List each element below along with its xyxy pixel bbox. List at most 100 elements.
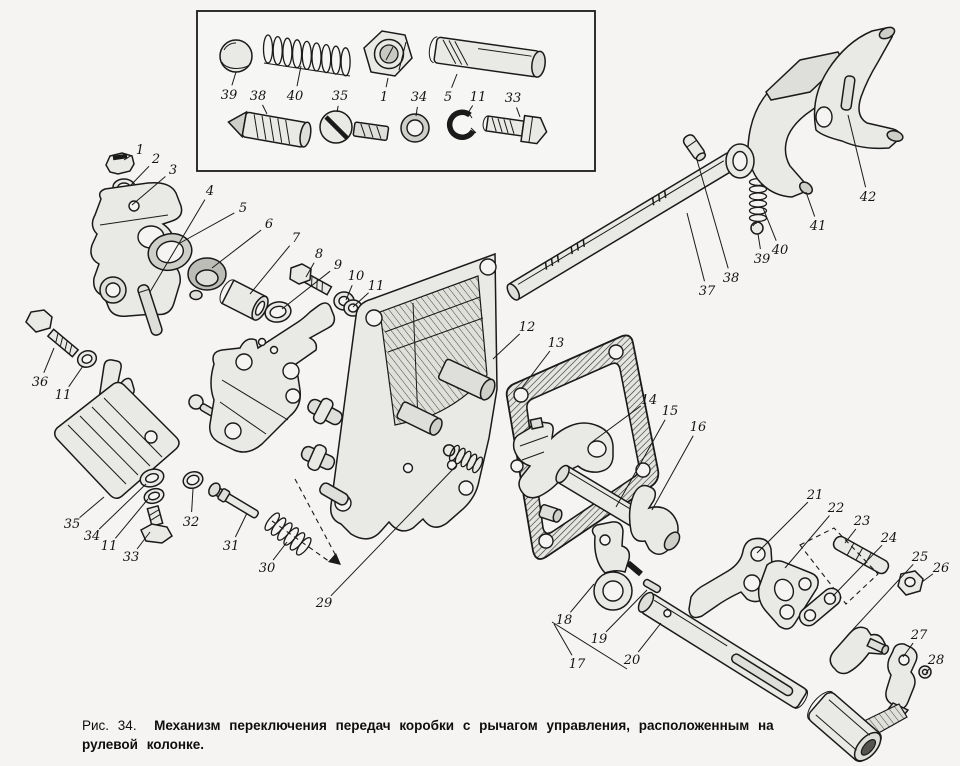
ring-32-icon <box>182 470 204 490</box>
leader-line-10-18 <box>345 285 353 301</box>
leader-line-42-47 <box>847 114 867 188</box>
leader-line-32-26 <box>191 488 194 513</box>
part-label-39-0: 39 <box>221 88 238 103</box>
spring-29-icon <box>442 443 486 475</box>
part-label-35-22: 35 <box>64 517 81 532</box>
leader-line-8-16 <box>305 262 315 278</box>
lever-16-icon <box>628 484 681 555</box>
part-label-34-5: 34 <box>411 90 428 105</box>
lever-18-icon <box>591 521 643 611</box>
leader-line-11-7 <box>465 105 474 117</box>
part-label-16-34: 16 <box>690 420 707 435</box>
leader-line-40-49 <box>762 207 777 241</box>
caption-text-2: рулевой колонке. <box>82 737 205 752</box>
part-label-39-50: 39 <box>754 252 771 267</box>
part-label-4-12: 4 <box>205 184 214 199</box>
leader-line-19-36 <box>605 589 648 633</box>
caption-line-1: Рис. 34. Механизм переключения передач к… <box>82 716 796 735</box>
leader-line-11-24 <box>115 498 149 539</box>
plug-small-icon <box>538 504 563 523</box>
leader-line-14-32 <box>591 405 642 443</box>
plate-35-icon <box>54 381 180 499</box>
leader-line-1-4 <box>385 77 389 88</box>
part-label-9-17: 9 <box>334 258 342 273</box>
leader-line-2-10 <box>129 165 150 187</box>
pin-4-icon <box>137 284 163 336</box>
part-label-3-11: 3 <box>169 163 177 178</box>
leader-line-11-21 <box>68 365 84 388</box>
ball-39-inset-icon <box>219 39 253 73</box>
mount-bracket-icon <box>209 302 336 453</box>
leader-line-22-40 <box>784 515 830 569</box>
dashed-arrow <box>271 478 341 565</box>
rod-20-icon <box>637 591 808 709</box>
leader-line-5-13 <box>179 212 235 244</box>
bushing-7-icon <box>219 279 269 321</box>
fork-42-icon <box>813 26 904 150</box>
bracket-14-icon <box>512 416 614 499</box>
leader-line-12-30 <box>492 333 521 360</box>
part-label-19-36: 19 <box>591 632 608 647</box>
lock-washer-11c-icon <box>143 487 165 505</box>
part-label-40-49: 40 <box>771 243 789 258</box>
cap-6-icon <box>187 257 227 301</box>
part-label-11-21: 11 <box>55 388 72 403</box>
part-label-11-19: 11 <box>368 279 385 294</box>
leader-line-26-44 <box>921 573 934 583</box>
leader-line-7-15 <box>249 245 291 295</box>
part-label-10-18: 10 <box>348 269 365 284</box>
assembly-17-line <box>551 621 628 670</box>
leader-line-6-14 <box>211 229 262 269</box>
part-label-8-16: 8 <box>315 247 323 262</box>
part-label-34-23: 34 <box>84 529 101 544</box>
leader-line-35-3 <box>336 105 339 113</box>
leader-line-23-41 <box>844 528 857 544</box>
leader-line-1-9 <box>123 154 132 161</box>
part-label-29-29: 29 <box>315 596 333 611</box>
lever-3-icon <box>90 181 183 318</box>
leader-line-31-27 <box>234 512 248 538</box>
part-label-30-28: 30 <box>259 561 276 576</box>
part-label-38-1: 38 <box>250 89 267 104</box>
nut-1-inset-icon <box>363 30 413 77</box>
spring-40-inset-icon <box>262 34 351 77</box>
pin-19-icon <box>642 578 662 594</box>
part-label-11-7: 11 <box>470 90 487 105</box>
pin-31-icon <box>208 482 259 519</box>
leader-line-37-52 <box>686 212 705 282</box>
part-label-20-38: 20 <box>623 653 641 668</box>
lever-21-icon <box>688 537 777 619</box>
leader-line-34-23 <box>98 483 147 530</box>
leader-line-34-5 <box>415 106 418 117</box>
lock-washer-11-inset-icon <box>446 109 477 140</box>
part-label-7-15: 7 <box>292 231 301 246</box>
leader-line-25-43 <box>846 563 914 637</box>
part-label-35-3: 35 <box>332 89 349 104</box>
part-label-36-20: 36 <box>32 375 49 390</box>
leader-line-11-19 <box>352 292 369 308</box>
washer-34b-icon <box>139 468 165 488</box>
part-label-2-10: 2 <box>151 152 160 167</box>
part-label-23-41: 23 <box>853 514 871 529</box>
nut-26-icon <box>897 570 924 596</box>
part-label-14-32: 14 <box>641 393 658 408</box>
leader-line-30-28 <box>272 541 288 561</box>
part-label-26-44: 26 <box>932 561 950 576</box>
part-label-6-14: 6 <box>265 217 273 232</box>
leader-line-21-39 <box>756 501 809 554</box>
part-label-28-46: 28 <box>927 653 945 668</box>
leader-line-28-46 <box>925 667 931 674</box>
caption-text-1: Механизм переключения передач коробки с … <box>154 718 774 733</box>
pin-5-inset-icon <box>428 36 546 78</box>
leader-line-20-38 <box>637 622 662 653</box>
leader-line-38-1 <box>262 104 268 115</box>
part-label-1-9: 1 <box>136 143 144 158</box>
part-label-18-35: 18 <box>556 613 573 628</box>
bolt-8-icon <box>289 263 333 296</box>
part-label-41-48: 41 <box>809 219 827 234</box>
part-label-12-30: 12 <box>519 320 536 335</box>
leader-line-41-48 <box>805 191 816 217</box>
